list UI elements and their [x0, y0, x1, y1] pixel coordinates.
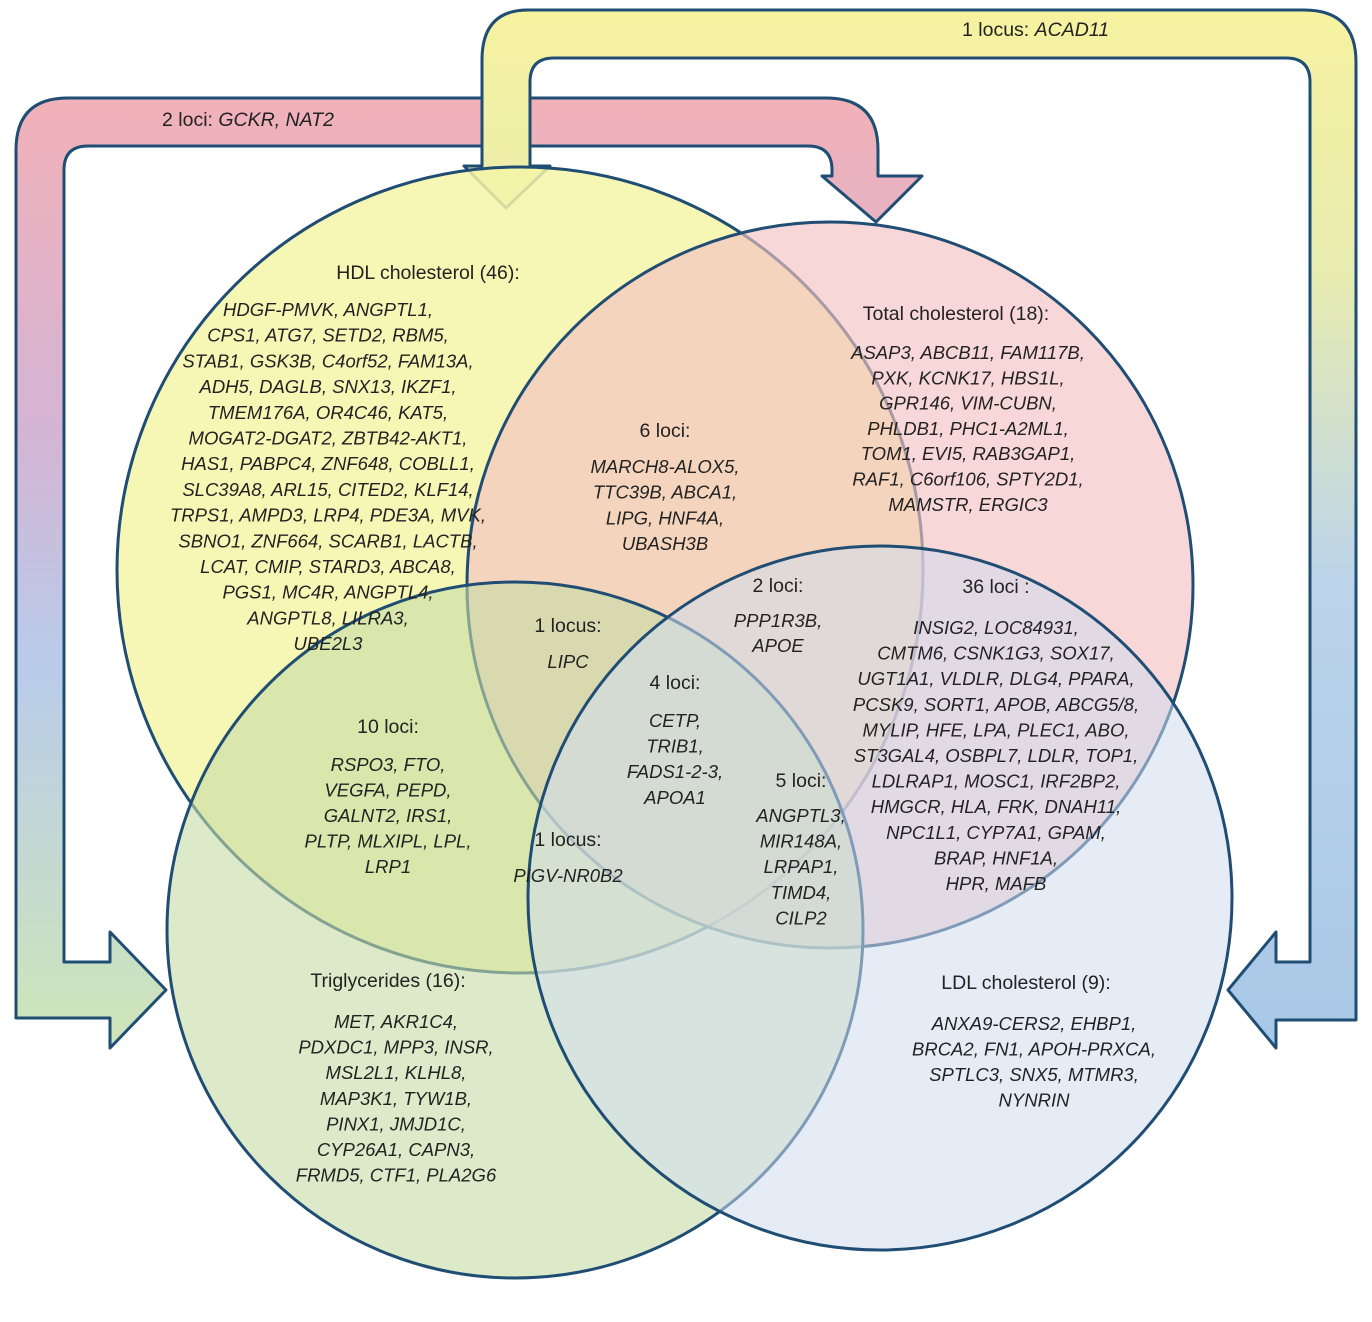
- gene-line-tc-tg-ldl: ANGPTL3,: [755, 805, 845, 826]
- gene-line-all-four: CETP,: [649, 710, 701, 731]
- circle-ldl: [526, 544, 1234, 1252]
- arrow-hdl-to-tc-and-tg: [14, 96, 924, 1050]
- gene-line-tg-only: PINX1, JMJD1C,: [326, 1113, 466, 1134]
- gene-line-hdl-tg: PLTP, MLXIPL, LPL,: [305, 831, 472, 852]
- gene-line-hdl-tc: MARCH8-ALOX5,: [590, 456, 739, 477]
- gene-line-hdl-only: TRPS1, AMPD3, LRP4, PDE3A, MVK,: [170, 505, 486, 526]
- gene-line-hdl-only: ADH5, DAGLB, SNX13, IKZF1,: [198, 376, 456, 397]
- gene-line-hdl-only: HDGF-PMVK, ANGPTL1,: [223, 299, 433, 320]
- set-title-tg: Triglycerides (16):: [310, 970, 465, 992]
- region-title-all-four: 4 loci:: [650, 672, 701, 694]
- gene-line-tc-ldl: HMGCR, HLA, FRK, DNAH11,: [871, 796, 1121, 817]
- gene-line-tc-only: GPR146, VIM-CUBN,: [879, 393, 1057, 414]
- gene-line-ldl-only: BRCA2, FN1, APOH-PRXCA,: [912, 1039, 1156, 1060]
- gene-line-tc-ldl: NPC1L1, CYP7A1, GPAM,: [886, 822, 1106, 843]
- region-title-tc-ldl: 36 loci :: [962, 576, 1029, 598]
- gene-line-tc-only: ASAP3, ABCB11, FAM117B,: [850, 342, 1085, 363]
- gene-line-ldl-only: SPTLC3, SNX5, MTMR3,: [929, 1064, 1139, 1085]
- gene-line-hdl-only: SLC39A8, ARL15, CITED2, KLF14,: [182, 479, 473, 500]
- region-title-hdl-tc-ldl: 2 loci:: [753, 575, 804, 597]
- gene-line-hdl-tc: LIPG, HNF4A,: [606, 507, 724, 528]
- gene-line-tc-only: PXK, KCNK17, HBS1L,: [871, 367, 1064, 388]
- gene-line-tc-ldl: CMTM6, CSNK1G3, SOX17,: [877, 643, 1114, 664]
- gene-line-all-four: FADS1-2-3,: [627, 761, 723, 782]
- gene-line-ldl-only: ANXA9-CERS2, EHBP1,: [931, 1013, 1137, 1034]
- gene-line-hdl-tg: RSPO3, FTO,: [331, 754, 446, 775]
- arrow-label-hdl-tc: 2 loci: GCKR, NAT2: [162, 109, 334, 131]
- gene-line-tc-tg-ldl: MIR148A,: [760, 831, 842, 852]
- gene-line-hdl-only: CPS1, ATG7, SETD2, RBM5,: [207, 325, 449, 346]
- gene-line-tc-ldl: INSIG2, LOC84931,: [913, 617, 1079, 638]
- gene-line-hdl-only: PGS1, MC4R, ANGPTL4,: [222, 582, 433, 603]
- gene-line-hdl-tg: VEGFA, PEPD,: [324, 780, 451, 801]
- gene-line-hdl-only: MOGAT2-DGAT2, ZBTB42-AKT1,: [189, 428, 468, 449]
- region-title-hdl-tg: 10 loci:: [357, 716, 419, 738]
- region-title-hdl-tc: 6 loci:: [640, 420, 691, 442]
- gene-line-hdl-only: TMEM176A, OR4C46, KAT5,: [208, 402, 448, 423]
- gene-line-tc-ldl: HPR, MAFB: [946, 873, 1047, 894]
- gene-line-hdl-tc: UBASH3B: [622, 533, 708, 554]
- set-title-tc: Total cholesterol (18):: [863, 303, 1049, 325]
- gene-line-tc-tg-ldl: CILP2: [775, 907, 827, 928]
- gene-line-tg-only: MAP3K1, TYW1B,: [320, 1088, 472, 1109]
- gene-line-tg-only: CYP26A1, CAPN3,: [317, 1139, 475, 1160]
- region-title-tc-tg-ldl: 5 loci:: [776, 770, 827, 792]
- gene-line-tg-only: PDXDC1, MPP3, INSR,: [298, 1037, 493, 1058]
- gene-line-hdl-only: LCAT, CMIP, STARD3, ABCA8,: [200, 556, 456, 577]
- gene-line-tc-ldl: LDLRAP1, MOSC1, IRF2BP2,: [872, 771, 1121, 792]
- gene-line-tc-tg-ldl: LRPAP1,: [764, 856, 839, 877]
- gene-line-tg-only: MSL2L1, KLHL8,: [326, 1062, 467, 1083]
- gene-line-hdl-tc-ldl: APOE: [751, 635, 804, 656]
- gene-line-tc-only: RAF1, C6orf106, SPTY2D1,: [852, 469, 1083, 490]
- region-title-hdl-tc-tg: 1 locus:: [534, 615, 601, 637]
- gene-line-hdl-tg-ldl: PIGV-NR0B2: [513, 865, 623, 886]
- gene-line-hdl-tg: GALNT2, IRS1,: [324, 805, 453, 826]
- arrow-label-ldl-hdl: 1 locus: ACAD11: [962, 19, 1109, 41]
- gene-line-hdl-only: SBNO1, ZNF664, SCARB1, LACTB,: [178, 530, 477, 551]
- gene-line-tc-tg-ldl: TIMD4,: [771, 882, 832, 903]
- gene-line-tc-ldl: MYLIP, HFE, LPA, PLEC1, ABO,: [863, 719, 1130, 740]
- set-title-ldl: LDL cholesterol (9):: [941, 972, 1110, 994]
- gene-line-tc-only: TOM1, EVI5, RAB3GAP1,: [861, 443, 1076, 464]
- gene-line-hdl-only: HAS1, PABPC4, ZNF648, COBLL1,: [181, 453, 475, 474]
- gene-line-tg-only: MET, AKR1C4,: [334, 1011, 458, 1032]
- gene-line-tc-ldl: BRAP, HNF1A,: [934, 847, 1058, 868]
- gene-line-hdl-tc-tg: LIPC: [547, 651, 589, 672]
- region-title-hdl-tg-ldl: 1 locus:: [534, 829, 601, 851]
- gene-line-hdl-only: UBE2L3: [294, 633, 364, 654]
- gene-line-ldl-only: NYNRIN: [999, 1090, 1071, 1111]
- gene-line-tc-only: MAMSTR, ERGIC3: [888, 494, 1048, 515]
- gene-line-tc-ldl: PCSK9, SORT1, APOB, ABCG5/8,: [853, 694, 1139, 715]
- gene-line-all-four: TRIB1,: [646, 736, 704, 757]
- gene-line-all-four: APOA1: [643, 787, 706, 808]
- region-labels: HDGF-PMVK, ANGPTL1, CPS1, ATG7, SETD2, RB…: [170, 299, 1156, 1186]
- gene-line-hdl-tc-ldl: PPP1R3B,: [734, 610, 822, 631]
- gene-line-hdl-only: ANGPTL8, LILRA3,: [246, 607, 408, 628]
- gene-line-tc-ldl: ST3GAL4, OSBPL7, LDLR, TOP1,: [854, 745, 1138, 766]
- set-title-hdl: HDL cholesterol (46):: [336, 262, 520, 284]
- gene-line-hdl-tg: LRP1: [365, 856, 411, 877]
- gene-line-tc-only: PHLDB1, PHC1-A2ML1,: [867, 418, 1069, 439]
- gene-line-tc-ldl: UGT1A1, VLDLR, DLG4, PPARA,: [857, 668, 1134, 689]
- gene-line-hdl-tc: TTC39B, ABCA1,: [593, 482, 737, 503]
- gene-line-hdl-only: STAB1, GSK3B, C4orf52, FAM13A,: [182, 350, 473, 371]
- gene-line-tg-only: FRMD5, CTF1, PLA2G6: [296, 1165, 497, 1186]
